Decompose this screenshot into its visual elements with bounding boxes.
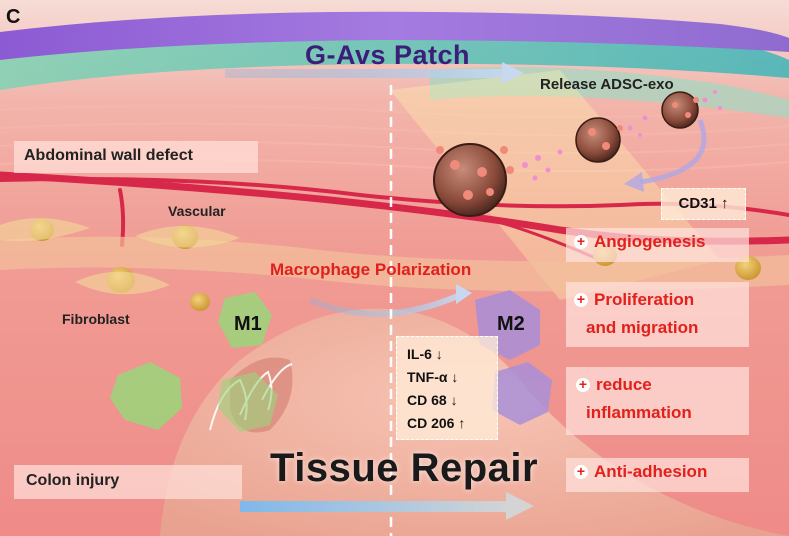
effect-angiogenesis: +Angiogenesis xyxy=(566,228,749,262)
plus-icon: + xyxy=(574,292,588,307)
release-label: Release ADSC-exo xyxy=(540,76,674,93)
vascular-label: Vascular xyxy=(168,203,226,219)
marker-tnf: TNF-α ↓ xyxy=(407,369,459,385)
cytokine-markers-box: IL-6 ↓ TNF-α ↓ CD 68 ↓ CD 206 ↑ xyxy=(396,336,498,440)
macrophage-polarization-label: Macrophage Polarization xyxy=(270,260,472,279)
m2-label: M2 xyxy=(497,313,525,335)
marker-cd68: CD 68 ↓ xyxy=(407,392,458,408)
plus-icon: + xyxy=(576,377,590,392)
marker-cd206: CD 206 ↑ xyxy=(407,415,466,431)
patch-title: G-Avs Patch xyxy=(305,40,471,70)
cd31-box: CD31 ↑ xyxy=(661,188,746,220)
effect-reduce-inflammation: +reduce inflammation xyxy=(566,367,749,435)
effect-proliferation: +Proliferation and migration xyxy=(566,282,749,347)
plus-icon: + xyxy=(574,234,588,249)
panel-label: C xyxy=(6,6,21,28)
effect-anti-adhesion: +Anti-adhesion xyxy=(566,458,749,492)
m1-label: M1 xyxy=(234,313,262,335)
colon-injury-label: Colon injury xyxy=(14,465,242,499)
plus-icon: + xyxy=(574,464,588,479)
fibroblast-label: Fibroblast xyxy=(62,311,130,327)
marker-il6: IL-6 ↓ xyxy=(407,346,443,362)
abdominal-wall-label: Abdominal wall defect xyxy=(14,141,258,173)
tissue-repair-title: Tissue Repair xyxy=(270,446,539,490)
